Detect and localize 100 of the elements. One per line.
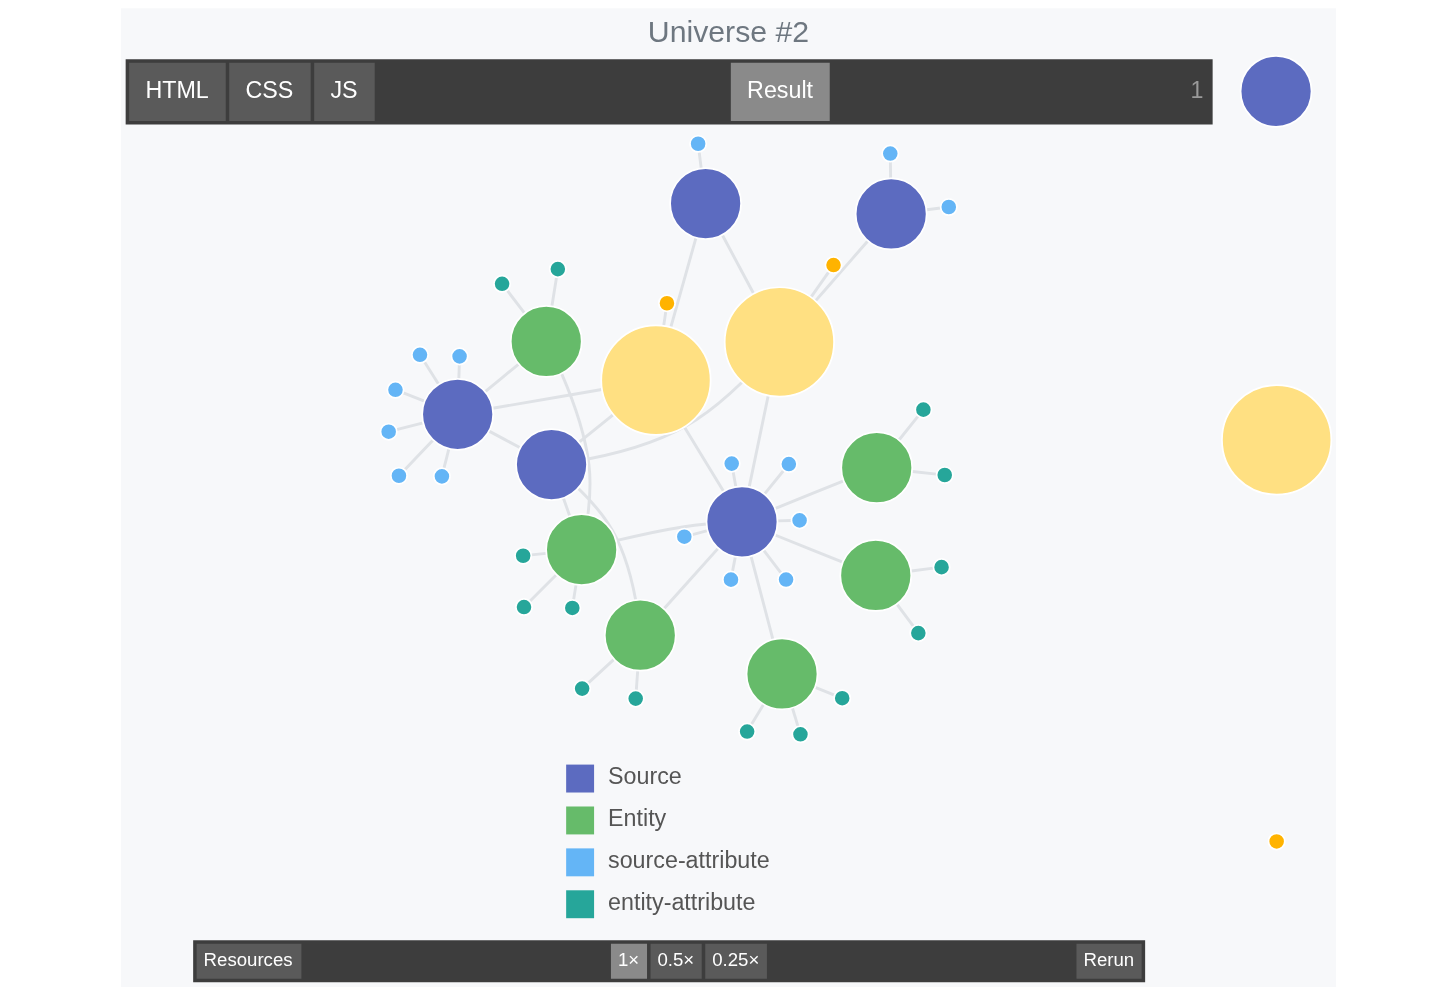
node-circle bbox=[880, 144, 899, 163]
node-circle bbox=[389, 466, 408, 485]
connector bbox=[926, 206, 941, 212]
node-circle bbox=[737, 722, 756, 741]
connector bbox=[691, 529, 708, 536]
label: Rerun bbox=[1082, 948, 1134, 970]
node-circle bbox=[1267, 832, 1286, 851]
connector bbox=[749, 703, 765, 726]
connector bbox=[730, 556, 737, 572]
connector bbox=[662, 547, 719, 610]
label: Resources bbox=[203, 948, 293, 970]
node-circle bbox=[572, 679, 591, 698]
node-circle bbox=[420, 377, 494, 451]
connector bbox=[895, 603, 915, 628]
connector bbox=[634, 670, 639, 691]
node-circle bbox=[509, 305, 583, 378]
connector bbox=[720, 234, 755, 295]
legend-label: Source bbox=[607, 763, 682, 790]
connector bbox=[402, 391, 425, 403]
node-circle bbox=[745, 637, 818, 711]
node-circle bbox=[514, 428, 588, 501]
connector bbox=[530, 551, 546, 557]
connector bbox=[790, 707, 799, 727]
connector bbox=[571, 584, 577, 600]
connector bbox=[773, 479, 844, 510]
connector bbox=[422, 361, 440, 385]
connector bbox=[897, 415, 919, 441]
connector bbox=[774, 533, 843, 564]
label: 0.25× bbox=[711, 948, 759, 970]
node-circle bbox=[688, 134, 707, 153]
diagram-title: Universe #2 bbox=[647, 14, 809, 48]
connector bbox=[586, 658, 615, 685]
node-circle bbox=[721, 570, 740, 589]
connector bbox=[697, 151, 703, 169]
node-circle bbox=[824, 256, 843, 275]
node-circle bbox=[674, 527, 693, 546]
legend-label: Entity bbox=[607, 805, 666, 832]
node-circle bbox=[838, 539, 912, 612]
connector bbox=[492, 388, 602, 410]
node-circle bbox=[776, 570, 795, 589]
node-circle bbox=[935, 466, 954, 485]
node-circle bbox=[544, 513, 618, 586]
connector bbox=[395, 421, 424, 432]
node-circle bbox=[790, 725, 809, 744]
node-circle bbox=[513, 546, 532, 565]
connector bbox=[661, 311, 667, 327]
node-circle bbox=[913, 400, 932, 419]
connector bbox=[814, 685, 835, 697]
node-circle bbox=[722, 454, 741, 473]
node-circle bbox=[410, 345, 429, 364]
connector bbox=[403, 439, 434, 471]
label: JS bbox=[329, 76, 358, 103]
node-circle bbox=[908, 624, 927, 643]
node-circle bbox=[1239, 54, 1312, 128]
node-circle bbox=[492, 274, 511, 293]
connector bbox=[456, 364, 461, 379]
node-circle bbox=[723, 286, 835, 398]
node-circle bbox=[603, 598, 677, 672]
node-circle bbox=[385, 380, 404, 399]
connector bbox=[814, 239, 869, 302]
node-circle bbox=[548, 260, 567, 279]
node-circle bbox=[657, 294, 676, 313]
node-circle bbox=[839, 431, 913, 505]
label: 1× bbox=[617, 948, 639, 970]
node-circle bbox=[1220, 384, 1332, 496]
label: Result bbox=[746, 76, 813, 103]
connector bbox=[809, 271, 830, 298]
node-circle bbox=[832, 689, 851, 708]
connector bbox=[749, 555, 774, 640]
connector bbox=[528, 573, 557, 602]
connector bbox=[487, 429, 520, 449]
node-circle bbox=[705, 485, 778, 559]
connector bbox=[762, 549, 782, 574]
node-circle bbox=[668, 167, 742, 240]
connector bbox=[559, 373, 591, 515]
connector bbox=[578, 413, 614, 444]
node-circle bbox=[599, 324, 711, 436]
connector bbox=[682, 426, 725, 493]
legend-label: source-attribute bbox=[607, 847, 770, 874]
label: 0.5× bbox=[657, 948, 694, 970]
label: HTML bbox=[144, 76, 209, 103]
connector bbox=[586, 381, 743, 461]
node-circle bbox=[450, 347, 469, 366]
connector bbox=[483, 362, 520, 393]
connector bbox=[910, 566, 933, 573]
node-circle bbox=[790, 511, 809, 530]
connector bbox=[911, 470, 936, 476]
node-circle bbox=[779, 455, 798, 474]
connector bbox=[561, 497, 571, 517]
connector bbox=[576, 487, 637, 600]
connector bbox=[747, 395, 770, 487]
node-circle bbox=[379, 422, 398, 441]
node-circle bbox=[932, 558, 951, 577]
node-circle bbox=[562, 598, 581, 617]
connector bbox=[668, 237, 697, 328]
node-circle bbox=[514, 598, 533, 617]
connector bbox=[549, 277, 558, 307]
legend-label: entity-attribute bbox=[607, 889, 755, 916]
connector bbox=[442, 448, 450, 469]
node-circle bbox=[432, 467, 451, 486]
